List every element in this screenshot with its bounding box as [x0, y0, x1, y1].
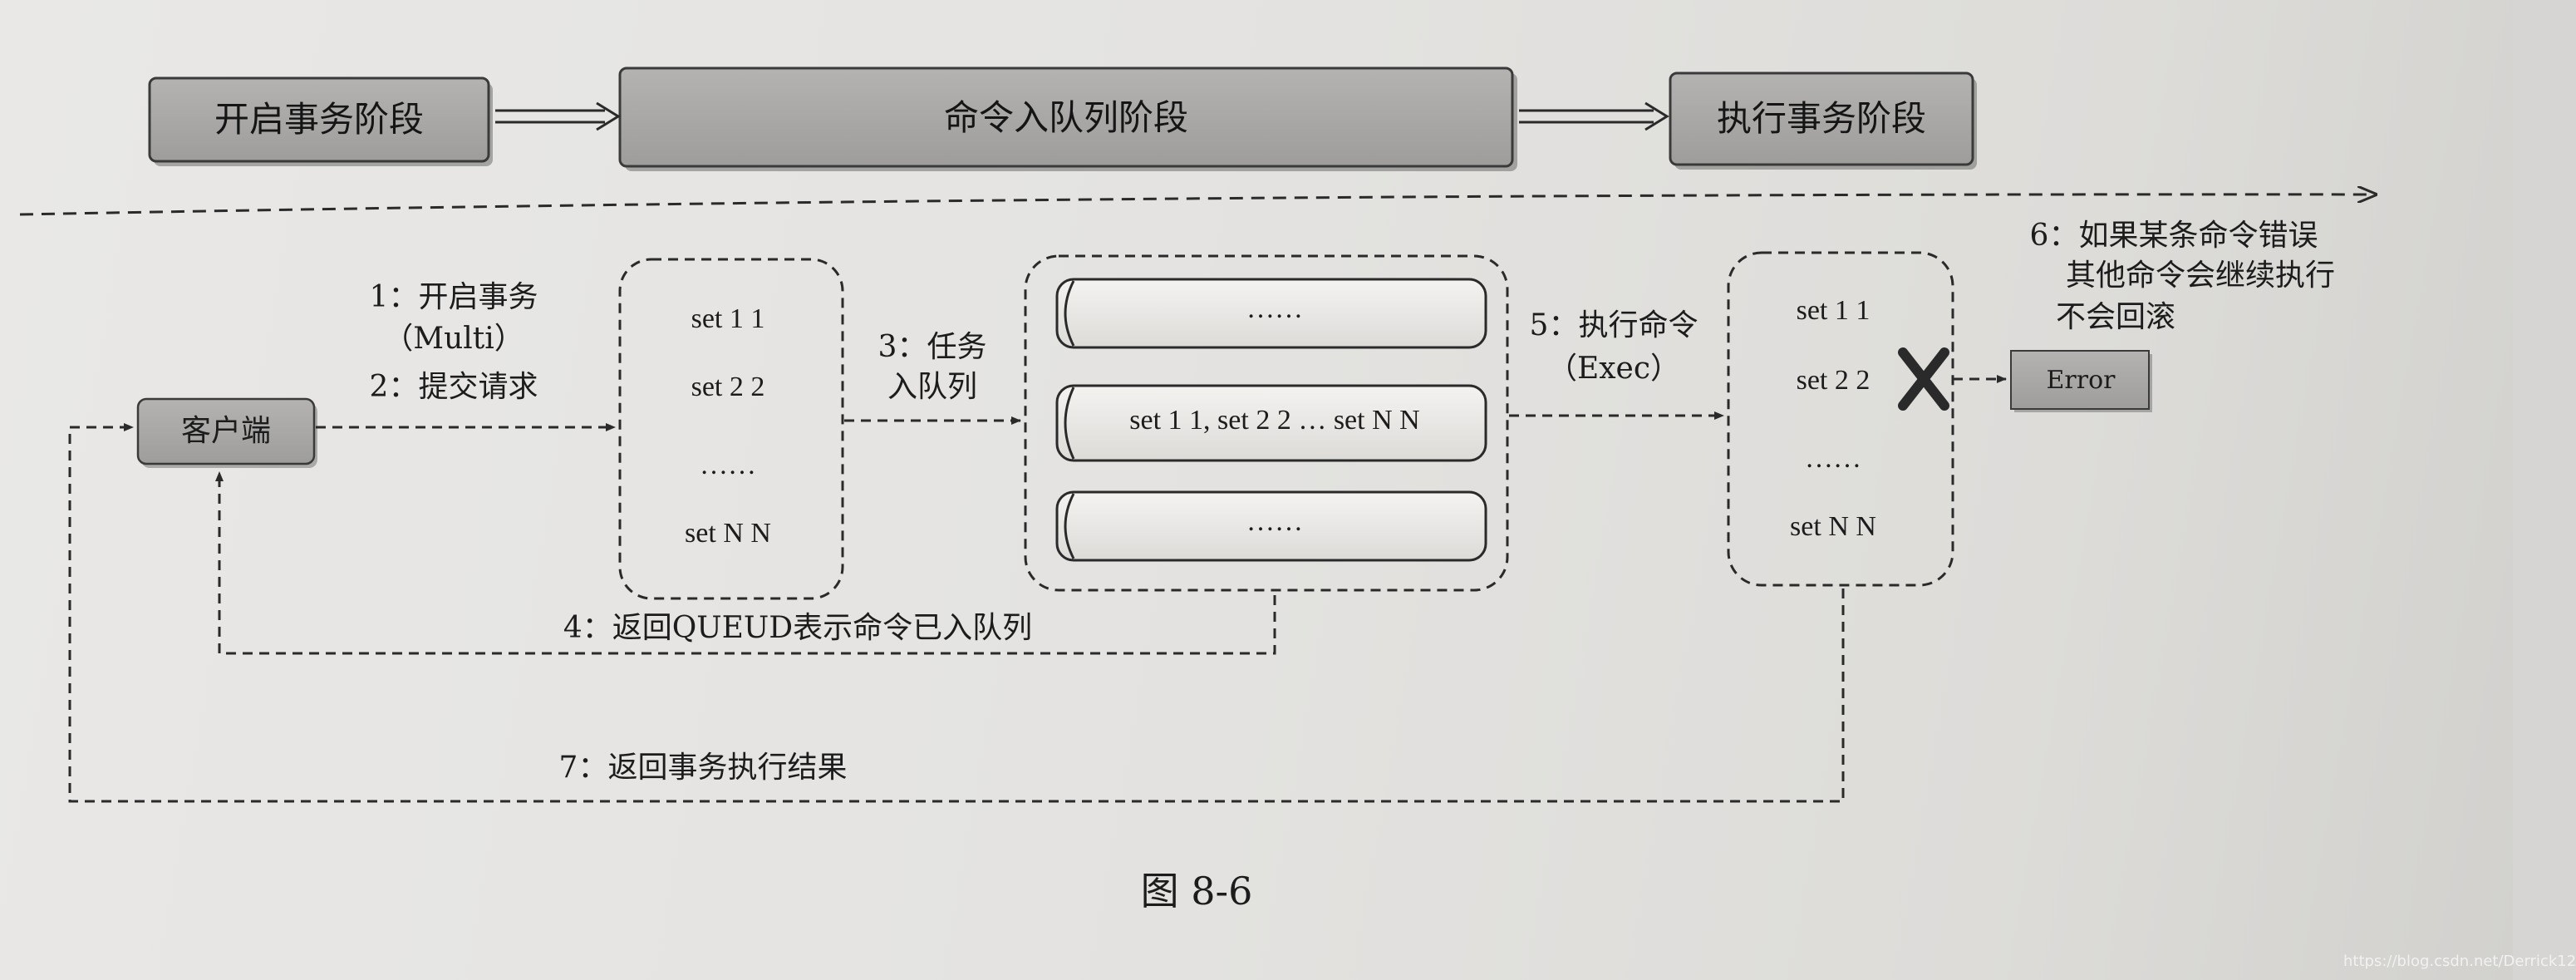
phase-exec-box — [1669, 71, 1977, 170]
step6-line2-label: 其他命令会继续执行 — [2065, 259, 2336, 293]
exec-ellipsis: …… — [1805, 443, 1861, 474]
step5-sub-label: （Exec） — [1546, 352, 1681, 386]
exec-item-3: set N N — [1790, 511, 1876, 542]
step1-sub-label: （Multi） — [383, 322, 524, 356]
client-box — [136, 397, 317, 468]
step2-label: 2：提交请求 — [369, 370, 538, 404]
exec-box — [1727, 251, 1954, 587]
client-label: 客户端 — [180, 414, 272, 448]
request-ellipsis: …… — [700, 450, 756, 480]
step5-label: 5：执行命令 — [1529, 308, 1698, 342]
arrow-return-result — [68, 423, 1845, 803]
step3-label: 3：任务 — [878, 330, 987, 364]
timeline-arrow — [19, 195, 2377, 216]
watermark-text: https://blog.csdn.net/Derrick12 — [2343, 953, 2576, 970]
queue-bottom-text: …… — [1246, 506, 1303, 537]
queue-middle-text: set 1 1, set 2 2 … set N N — [1129, 405, 1420, 436]
step7-label: 7：返回事务执行结果 — [558, 751, 848, 785]
step3-sub-label: 入队列 — [887, 370, 978, 404]
figure-caption: 图 8-6 — [1140, 869, 1253, 914]
phase-exec-label: 执行事务阶段 — [1716, 98, 1927, 139]
exec-item-2: set 2 2 — [1796, 365, 1871, 396]
phase-queue-box — [618, 66, 1517, 171]
queue-box — [1024, 254, 1509, 592]
phase-double-arrow-2 — [1519, 101, 1669, 131]
error-label: Error — [2046, 366, 2116, 395]
phase-start-label: 开启事务阶段 — [214, 99, 425, 140]
request-box — [618, 258, 844, 600]
phase-queue-label: 命令入队列阶段 — [943, 97, 1189, 138]
phase-double-arrow-1 — [495, 101, 621, 131]
phase-start-box — [148, 76, 493, 166]
arrow-return-queued — [215, 471, 1276, 655]
queue-cylinder-top — [1055, 278, 1487, 349]
queue-top-text: …… — [1246, 293, 1303, 324]
request-item-2: set 2 2 — [691, 372, 765, 402]
diagram-shapes — [19, 66, 2513, 803]
error-cross-icon — [1898, 347, 1949, 411]
step6-label: 6：如果某条命令错误 — [2029, 219, 2318, 253]
step1-label: 1：开启事务 — [369, 280, 538, 314]
queue-cylinder-bottom — [1055, 490, 1487, 562]
request-item-1: set 1 1 — [691, 303, 765, 334]
queue-cylinder-middle — [1055, 384, 1487, 462]
step6-line3-label: 不会回滚 — [2055, 300, 2176, 334]
error-box — [2010, 350, 2152, 412]
step4-label: 4：返回QUEUD表示命令已入队列 — [563, 611, 1033, 645]
request-item-3: set N N — [685, 518, 771, 549]
exec-item-1: set 1 1 — [1796, 295, 1871, 326]
